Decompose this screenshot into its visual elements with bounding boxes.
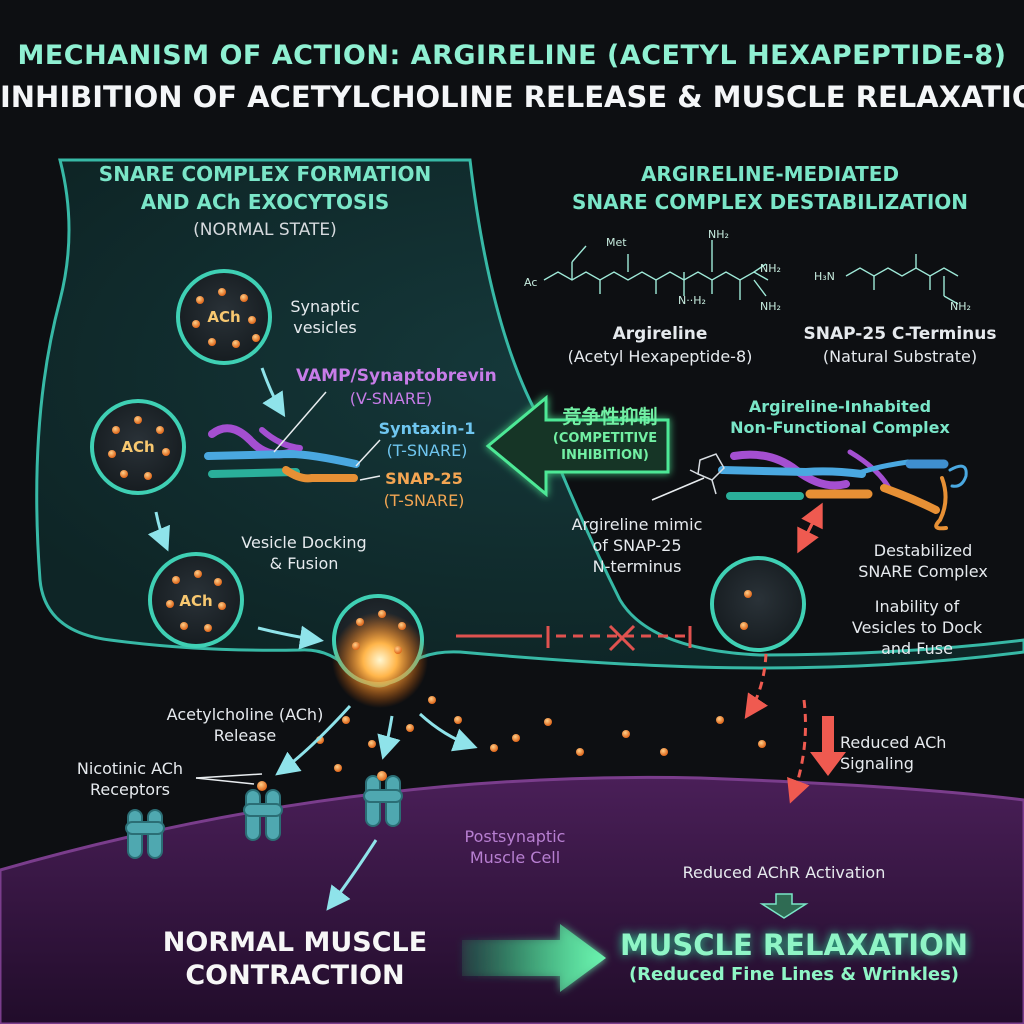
reduced-ach-label: Reduced ACh Signaling xyxy=(840,732,970,774)
mimic-line-1: Argireline mimic xyxy=(571,515,703,534)
vesicle-2-label: ACh xyxy=(121,438,155,456)
chem-ac: Ac xyxy=(524,276,538,289)
chem-nh: N··H₂ xyxy=(678,294,706,307)
blocked-vesicle xyxy=(710,556,806,652)
left-heading-line-1: SNARE COMPLEX FORMATION xyxy=(98,162,432,186)
result-arrow xyxy=(462,924,606,992)
destabilized-line-1: Destabilized xyxy=(873,541,973,560)
flow-arrows xyxy=(147,367,478,911)
docking-line-2: & Fusion xyxy=(269,554,339,573)
right-heading-line-1: ARGIRELINE-MEDIATED xyxy=(640,162,900,186)
snap25-label: SNAP-25 xyxy=(385,469,463,488)
right-heading-line-2: SNARE COMPLEX DESTABILIZATION xyxy=(571,190,969,214)
title-line-2: INHIBITION OF ACETYLCHOLINE RELEASE & MU… xyxy=(0,80,1024,114)
reduced-ach-line-1: Reduced ACh xyxy=(840,733,947,752)
synaptic-vesicle-3 xyxy=(148,552,244,648)
reduced-ach-line-2: Signaling xyxy=(840,754,914,773)
postsynaptic-line-2: Muscle Cell xyxy=(469,848,561,867)
leader-lines xyxy=(195,391,705,785)
fusing-vesicle xyxy=(332,594,428,708)
normal-line-1: NORMAL MUSCLE xyxy=(162,927,428,958)
muscle-relaxation-sub: (Reduced Fine Lines & Wrinkles) xyxy=(628,964,960,985)
nicotinic-receptors xyxy=(125,775,403,859)
vamp-sub-label: (V-SNARE) xyxy=(349,389,433,408)
inhibited-line-2: Non-Functional Complex xyxy=(730,418,950,437)
reduced-signaling-arrows xyxy=(744,653,810,804)
muscle-relaxation-label: MUSCLE RELAXATION xyxy=(619,928,969,962)
right-section-heading: ARGIRELINE-MEDIATED SNARE COMPLEX DESTAB… xyxy=(540,160,1000,216)
vesicle-3-label: ACh xyxy=(179,592,213,610)
mimic-line-2: of SNAP-25 xyxy=(592,536,682,555)
normal-state-label: (NORMAL STATE) xyxy=(193,220,337,240)
argireline-small-molecule xyxy=(689,453,725,495)
vesicle-docking-label: Vesicle Docking & Fusion xyxy=(224,532,384,574)
inhibited-line-1: Argireline-Inhabited xyxy=(748,397,932,416)
release-line-2: Release xyxy=(213,726,277,745)
synaptic-vesicle-1 xyxy=(176,269,272,365)
inhibition-line-2: INHIBITION) xyxy=(561,448,649,463)
synaptic-vesicles-line-1: Synaptic xyxy=(290,297,360,316)
postsynaptic-line-1: Postsynaptic xyxy=(464,827,566,846)
snare-complex-normal xyxy=(204,424,360,483)
reduced-achr-label: Reduced AChR Activation xyxy=(682,863,886,882)
snap25-terminus-name: SNAP-25 C-Terminus xyxy=(803,324,997,344)
chem-nh2-snap: NH₂ xyxy=(950,300,971,313)
competitive-inhibition-label: (COMPETITIVE INHIBITION) xyxy=(540,430,670,464)
snap25-sub-label: (T-SNARE) xyxy=(383,491,465,510)
title-line-1: MECHANISM OF ACTION: ARGIRELINE (ACETYL … xyxy=(17,40,1007,71)
reduced-ach-arrow xyxy=(810,716,846,776)
inability-label: Inability of Vesicles to Dock and Fuse xyxy=(832,596,1002,659)
left-section-heading: SNARE COMPLEX FORMATION AND ACh EXOCYTOS… xyxy=(60,160,470,216)
docking-line-1: Vesicle Docking xyxy=(241,533,367,552)
postsynaptic-label: Postsynaptic Muscle Cell xyxy=(440,826,590,868)
vamp-label: VAMP/Synaptobrevin xyxy=(296,366,497,386)
competitive-inhibition-arrow xyxy=(485,394,670,498)
inhibited-complex-label: Argireline-Inhabited Non-Functional Comp… xyxy=(720,396,960,438)
argireline-sub: (Acetyl Hexapeptide-8) xyxy=(567,347,753,366)
mimic-line-3: N-terminus xyxy=(592,557,682,576)
argireline-name: Argireline xyxy=(612,324,708,344)
receptors-line-2: Receptors xyxy=(89,780,170,799)
syntaxin-label: Syntaxin-1 xyxy=(378,419,476,438)
destabilized-arrow xyxy=(797,502,823,554)
chem-nh2-top: NH₂ xyxy=(708,228,729,241)
chem-nh2-right: NH₂ xyxy=(760,262,781,275)
receptors-label: Nicotinic ACh Receptors xyxy=(60,758,200,800)
inability-line-2: Vesicles to Dock xyxy=(851,618,983,637)
receptors-line-1: Nicotinic ACh xyxy=(76,759,184,778)
snare-complex-inhibited xyxy=(718,449,968,531)
snap25-terminus-sub: (Natural Substrate) xyxy=(822,347,978,366)
inability-line-1: Inability of xyxy=(874,597,960,616)
normal-line-2: CONTRACTION xyxy=(185,960,405,991)
chem-met: Met xyxy=(606,236,627,249)
synaptic-vesicles-label: Synaptic vesicles xyxy=(270,296,380,338)
left-heading-line-2: AND ACh EXOCYTOSIS xyxy=(140,190,390,214)
argireline-mimic-label: Argireline mimic of SNAP-25 N-terminus xyxy=(562,514,712,577)
inability-line-3: and Fuse xyxy=(881,639,953,658)
synaptic-vesicle-2 xyxy=(90,399,186,495)
snap25-structure xyxy=(845,254,959,305)
argireline-structure xyxy=(543,240,769,300)
release-line-1: Acetylcholine (ACh) xyxy=(166,705,324,724)
inhibition-line-1: (COMPETITIVE xyxy=(552,431,658,446)
ach-release-label: Acetylcholine (ACh) Release xyxy=(150,704,340,746)
blocked-fusion-line xyxy=(456,624,692,652)
vesicle-1-label: ACh xyxy=(207,308,241,326)
chem-nh2-bottom: NH₂ xyxy=(760,300,781,313)
synaptic-vesicles-line-2: vesicles xyxy=(293,318,357,337)
reduced-achr-arrow xyxy=(759,893,809,919)
normal-contraction-label: NORMAL MUSCLE CONTRACTION xyxy=(150,926,440,992)
destabilized-line-2: SNARE Complex xyxy=(858,562,988,581)
syntaxin-sub-label: (T-SNARE) xyxy=(386,441,468,460)
competitive-inhibition-chinese: 竞争性抑制 xyxy=(562,406,658,428)
chem-h3n: H₃N xyxy=(814,270,835,283)
destabilized-label: Destabilized SNARE Complex xyxy=(838,540,1008,582)
